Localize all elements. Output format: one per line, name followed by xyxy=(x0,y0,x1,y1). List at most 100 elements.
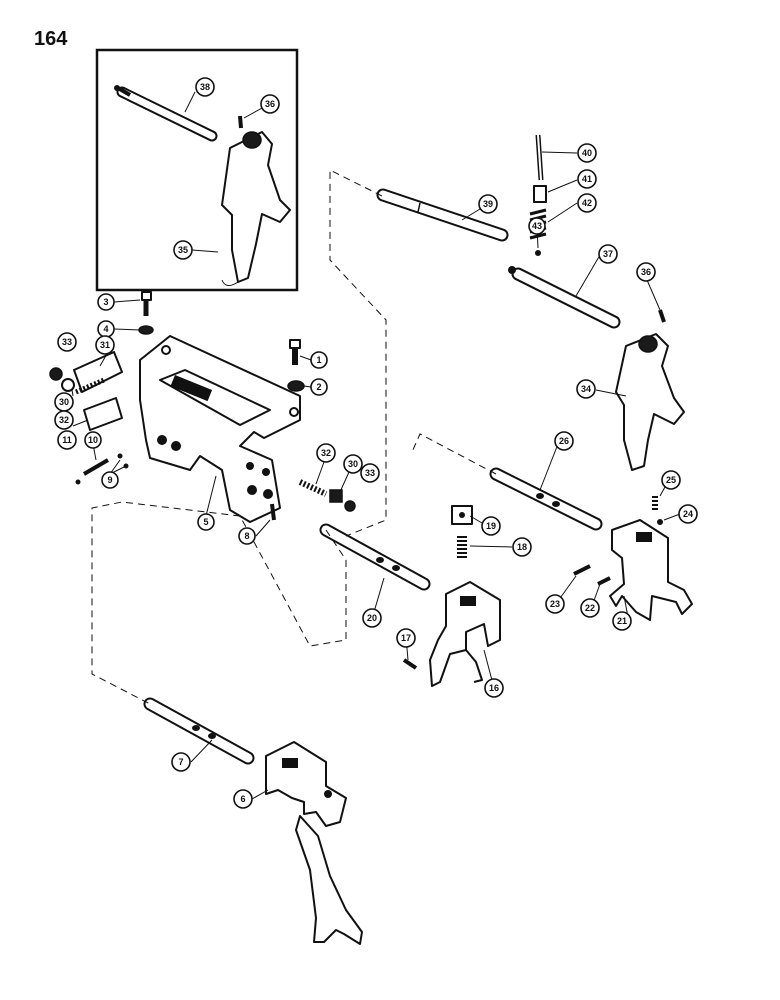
callout-40: 40 xyxy=(577,143,597,163)
callout-22: 22 xyxy=(580,598,600,618)
svg-text:30: 30 xyxy=(59,397,69,407)
svg-text:37: 37 xyxy=(603,249,613,259)
callout-30-left: 30 xyxy=(54,392,74,412)
callout-30-right: 30 xyxy=(343,454,363,474)
svg-text:26: 26 xyxy=(559,436,569,446)
washer-2 xyxy=(287,380,305,392)
pin-17 xyxy=(402,658,418,670)
callout-8: 8 xyxy=(238,527,256,545)
svg-text:42: 42 xyxy=(582,198,592,208)
svg-text:6: 6 xyxy=(240,794,245,804)
shift-rail-20 xyxy=(319,523,431,591)
svg-text:33: 33 xyxy=(365,468,375,478)
spring-32-right xyxy=(298,479,328,497)
callout-42: 42 xyxy=(577,193,597,213)
callout-20: 20 xyxy=(362,608,382,628)
dashed-guide-lower xyxy=(91,501,347,705)
callout-2: 2 xyxy=(310,378,328,396)
callout-32-right: 32 xyxy=(316,443,336,463)
svg-text:33: 33 xyxy=(62,337,72,347)
svg-text:7: 7 xyxy=(178,757,183,767)
inset-box xyxy=(95,48,299,292)
dashed-guide-middle xyxy=(411,433,497,475)
spring-32-left xyxy=(75,377,105,395)
callout-32-left: 32 xyxy=(54,410,74,430)
svg-text:41: 41 xyxy=(582,174,592,184)
bolt-3 xyxy=(141,291,152,316)
callout-26: 26 xyxy=(554,431,574,451)
callout-23: 23 xyxy=(545,594,565,614)
rod-40 xyxy=(535,134,544,181)
svg-text:38: 38 xyxy=(200,82,210,92)
svg-text:22: 22 xyxy=(585,603,595,613)
shift-fork-34 xyxy=(615,333,685,471)
plug-33-right xyxy=(344,500,356,512)
plunger-41 xyxy=(533,185,547,203)
svg-text:11: 11 xyxy=(62,435,72,445)
bushing-31 xyxy=(73,351,123,393)
callout-36-inset: 36 xyxy=(260,94,280,114)
svg-text:2: 2 xyxy=(316,382,321,392)
callout-1: 1 xyxy=(310,351,328,369)
callout-17: 17 xyxy=(396,628,416,648)
shift-fork-16 xyxy=(429,581,501,687)
svg-text:32: 32 xyxy=(59,415,69,425)
pin-10 xyxy=(82,458,110,476)
svg-text:1: 1 xyxy=(316,355,321,365)
svg-text:21: 21 xyxy=(617,616,627,626)
callout-37: 37 xyxy=(598,244,618,264)
callout-31: 31 xyxy=(95,335,115,355)
callout-24: 24 xyxy=(678,504,698,524)
callout-5: 5 xyxy=(197,513,215,531)
shift-lever-6 xyxy=(265,741,363,945)
svg-text:23: 23 xyxy=(550,599,560,609)
callout-4: 4 xyxy=(97,320,115,338)
callout-7: 7 xyxy=(171,752,191,772)
callout-36: 36 xyxy=(636,262,656,282)
pin-22 xyxy=(597,576,611,586)
roll-pin-36-inset xyxy=(238,115,243,129)
callout-18: 18 xyxy=(512,537,532,557)
svg-text:40: 40 xyxy=(582,148,592,158)
svg-text:4: 4 xyxy=(103,324,108,334)
callout-21: 21 xyxy=(612,611,632,631)
balls-9 xyxy=(75,453,129,485)
svg-text:8: 8 xyxy=(244,531,249,541)
svg-text:34: 34 xyxy=(581,384,591,394)
svg-text:31: 31 xyxy=(100,340,110,350)
washer-30-right xyxy=(329,489,343,503)
callout-25: 25 xyxy=(661,470,681,490)
callout-9: 9 xyxy=(101,471,119,489)
pin-8 xyxy=(270,503,276,521)
svg-text:3: 3 xyxy=(103,297,108,307)
bushing-11 xyxy=(83,397,123,431)
callout-19: 19 xyxy=(481,516,501,536)
shift-housing-5 xyxy=(139,335,301,523)
svg-text:24: 24 xyxy=(683,509,693,519)
callout-38: 38 xyxy=(195,77,215,97)
callout-3: 3 xyxy=(97,293,115,311)
shift-fork-35 xyxy=(221,131,291,286)
callout-16: 16 xyxy=(484,678,504,698)
svg-text:30: 30 xyxy=(348,459,358,469)
svg-text:36: 36 xyxy=(641,267,651,277)
svg-text:16: 16 xyxy=(489,683,499,693)
dashed-guide-upper xyxy=(329,169,387,537)
svg-text:25: 25 xyxy=(666,475,676,485)
callout-34: 34 xyxy=(576,379,596,399)
svg-text:20: 20 xyxy=(367,613,377,623)
svg-text:36: 36 xyxy=(265,99,275,109)
svg-text:39: 39 xyxy=(483,199,493,209)
svg-text:43: 43 xyxy=(532,221,542,231)
interlock-19 xyxy=(451,505,473,525)
svg-text:17: 17 xyxy=(401,633,411,643)
shift-rail-37 xyxy=(508,266,621,329)
washer-30-left xyxy=(61,378,75,392)
svg-text:9: 9 xyxy=(107,475,112,485)
plug-33-left xyxy=(49,367,63,381)
svg-text:10: 10 xyxy=(88,435,98,445)
callout-33-right: 33 xyxy=(360,463,380,483)
ball-24 xyxy=(657,519,663,525)
callout-41: 41 xyxy=(577,169,597,189)
